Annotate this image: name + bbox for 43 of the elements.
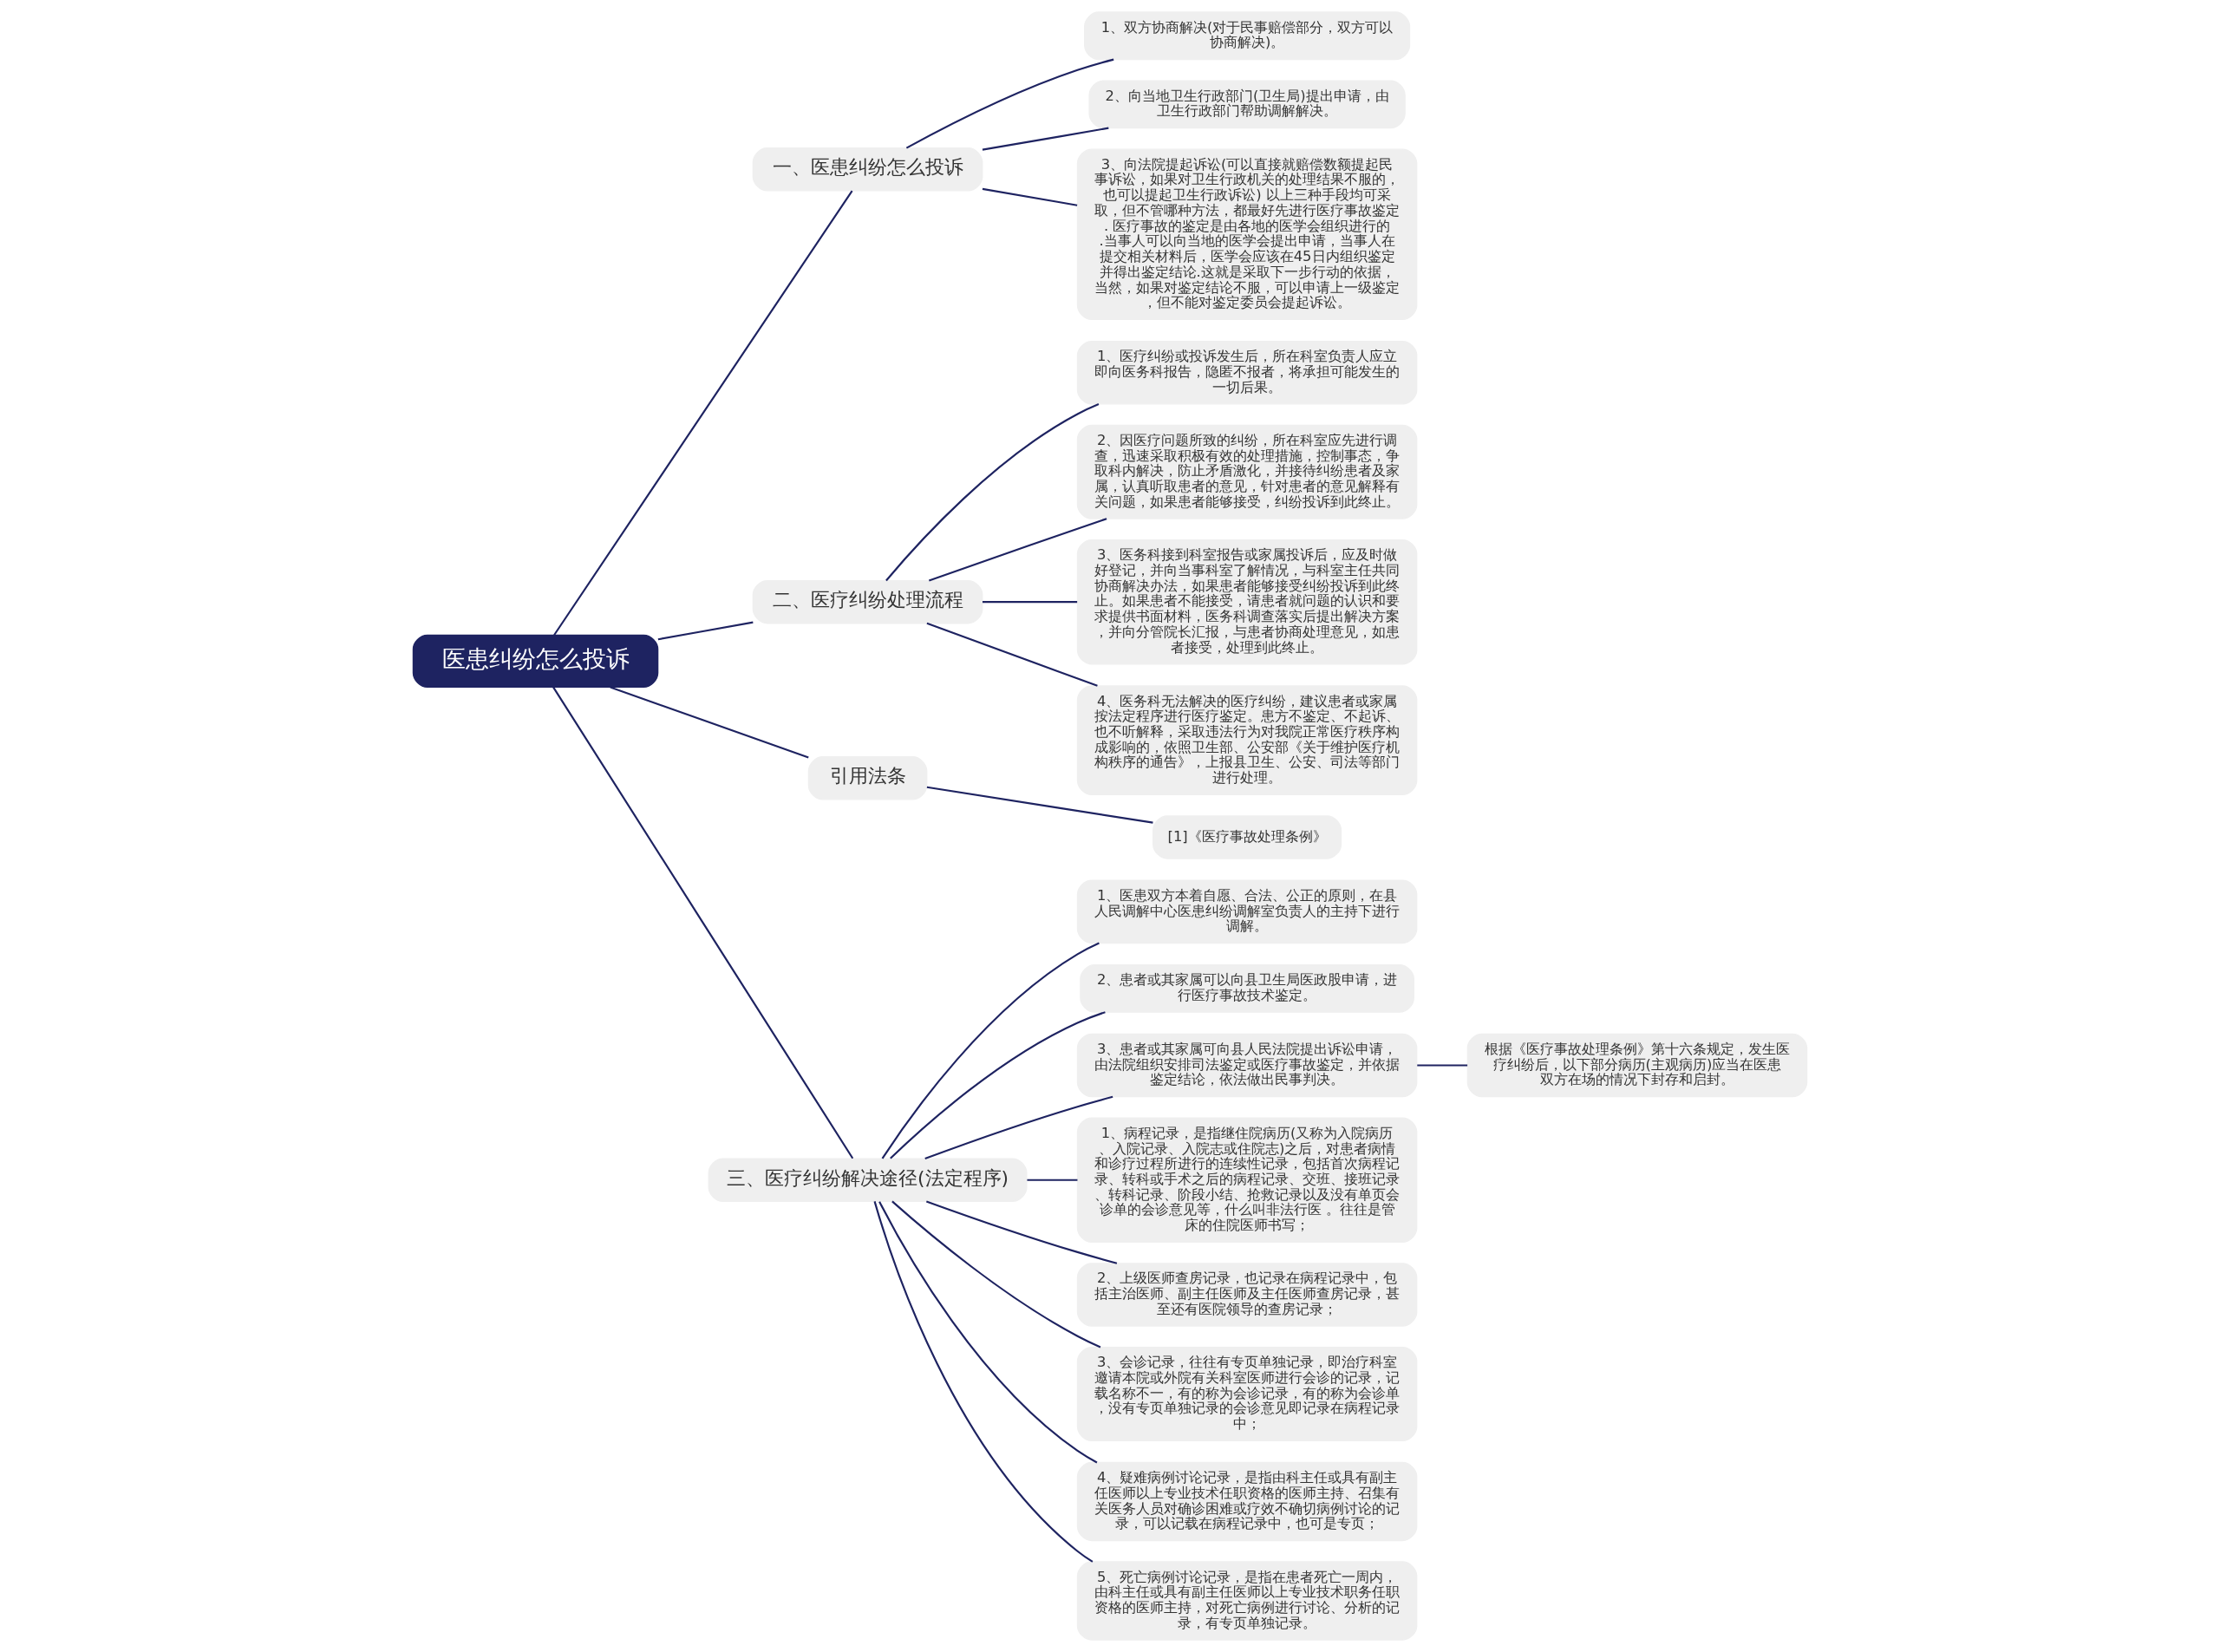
node-box: 1、双方协商解决(对于民事赔偿部分，双方可以协商解决)。: [1084, 11, 1411, 61]
node-box: 4、疑难病例讨论记录，是指由科主任或具有副主任医师以上专业技术任职资格的医师主持、召集有关医务人员对确诊困难或疗效不确切病例讨论的记录，可以记载在病程记录中，也可是专页；: [1076, 1461, 1418, 1542]
node-box: 2、上级医师查房记录，也记录在病程记录中，包括主治医师、副主任医师及主任医师查房记录，甚至还有医院领导的查房记录；: [1076, 1263, 1418, 1327]
connector: [925, 1200, 1118, 1264]
connector: [982, 187, 1078, 206]
node-box: 3、向法院提起诉讼(可以直接就赔偿数额提起民事诉讼，如果对卫生行政机关的处理结果不服的，也可以提起卫生行政诉讼) 以上三种手段均可采取，但不管哪种方法，都最好先进行医疗事故鉴定. 医疗事故的鉴定是由各地的医学会组织进行的.当事人可以向当地的医学会提出申请，当事人在提交相关材料后，医学会应该在45日内组织鉴定并得出鉴定结论.这就是采取下一步行动的依据，当然，如果对鉴定结论不服，可以申请上一级鉴定，但不能对鉴定委员会提起诉讼。: [1076, 148, 1418, 321]
node-box: 5、死亡病例讨论记录，是指在患者死亡一周内，由科主任或具有副主任医师以上专业技术职务任职资格的医师主持，对死亡病例进行讨论、分析的记录，有专页单独记录。: [1076, 1561, 1418, 1641]
node-box: 4、医务科无法解决的医疗纠纷，建议患者或家属按法定程序进行医疗鉴定。患方不鉴定、不起诉、也不听解释，采取违法行为对我院正常医疗秩序构成影响的，依照卫生部、公安部《关于维护医疗机构秩序的通告》，上报县卫生、公安、司法等部门进行处理。: [1076, 685, 1418, 796]
connector: [1417, 1064, 1468, 1067]
node-box: 1、医疗纠纷或投诉发生后，所在科室负责人应立即向医务科报告，隐匿不报者，将承担可能发生的一切后果。: [1076, 340, 1418, 405]
node-box: 2、患者或其家属可以向县卫生局医政股申请，进行医疗事故技术鉴定。: [1080, 964, 1414, 1013]
connector: [928, 518, 1107, 582]
node-box: 一、医患纠纷怎么投诉: [752, 147, 983, 192]
node-box: 1、医患双方本着自愿、合法、公正的原则，在县人民调解中心医患纠纷调解室负责人的主持下进行调解。: [1076, 879, 1418, 944]
connector: [983, 601, 1078, 604]
node-box: 引用法条: [807, 756, 928, 800]
node-box: 根据《医疗事故处理条例》第十六条规定，发生医疗纠纷后，以下部分病历(主观病历)应当在医患双方在场的情况下封存和启封。: [1466, 1033, 1808, 1098]
node-box: 二、医疗纠纷处理流程: [752, 580, 983, 624]
node-box: 3、医务科接到科室报告或家属投诉后，应及时做好登记，并向当事科室了解情况，与科室主任共同协商解决办法，如果患者能够接受纠纷投诉到此终止。如果患者不能接受，请患者就问题的认识和要求提供书面材料，医务科调查落实后提出解决方案，并向分管院长汇报，与患者协商处理意见，如患者接受，处理到此终止。: [1076, 539, 1418, 665]
connector: [1027, 1179, 1078, 1181]
connector: [905, 58, 1114, 149]
connector: [924, 1095, 1113, 1160]
node-box: 3、患者或其家属可向县人民法院提出诉讼申请，由法院组织安排司法鉴定或医疗事故鉴定，并依据鉴定结论，依法做出民事判决。: [1076, 1033, 1418, 1098]
node-box: 3、会诊记录，往往有专页单独记录，即治疗科室邀请本院或外院有关科室医师进行会诊的记录，记载名称不一，有的称为会诊记录，有的称为会诊单，没有专页单独记录的会诊意见即记录在病程记录中；: [1076, 1346, 1418, 1441]
connector: [873, 1201, 1094, 1563]
connector: [926, 622, 1098, 687]
connector: [926, 786, 1153, 824]
connector: [891, 1200, 1101, 1348]
connector: [553, 190, 853, 636]
connector: [552, 686, 854, 1159]
connector: [878, 1201, 1098, 1464]
connector: [885, 403, 1100, 582]
connector: [881, 942, 1100, 1159]
connector: [982, 127, 1109, 151]
node-box: 2、因医疗问题所致的纠纷，所在科室应先进行调查，迅速采取积极有效的处理措施，控制事态，争取科内解决，防止矛盾激化，并接待纠纷患者及家属，认真听取患者的意见，针对患者的意见解释有关问题，如果患者能够接受，纠纷投诉到此终止。: [1076, 424, 1418, 519]
node-box: 医患纠纷怎么投诉: [412, 634, 659, 688]
connector: [890, 1011, 1106, 1159]
connector: [657, 621, 754, 641]
node-box: [1]《医疗事故处理条例》: [1152, 815, 1342, 859]
node-box: 2、向当地卫生行政部门(卫生局)提出申请，由卫生行政部门帮助调解解决。: [1088, 80, 1406, 129]
node-box: 三、医疗纠纷解决途径(法定程序): [708, 1158, 1028, 1202]
connector: [610, 686, 809, 759]
node-box: 1、病程记录，是指继住院病历(又称为入院病历、入院记录、入院志或住院志)之后，对患者病情和诊疗过程所进行的连续性记录，包括首次病程记录、转科或手术之后的病程记录、交班、接班记录、转科记录、阶段小结、抢救记录以及没有单页会诊单的会诊意见等，什么叫非法行医 。往往是管床的住院医师书写；: [1076, 1117, 1418, 1243]
